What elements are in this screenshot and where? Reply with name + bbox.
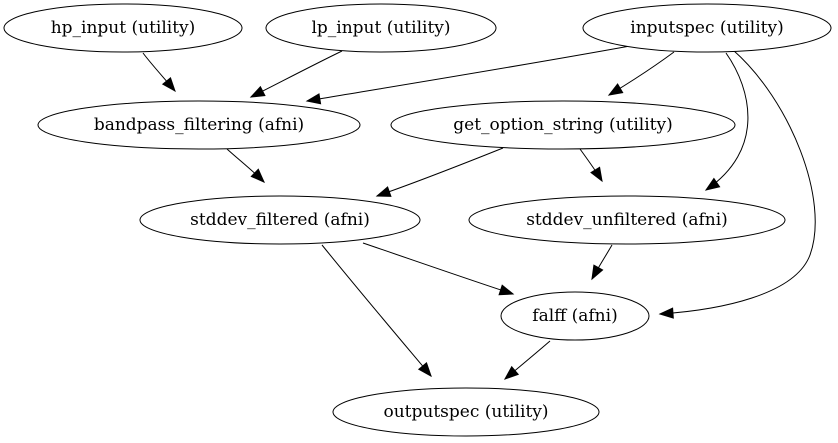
edge-stddev-unfiltered-to-falff-arrowhead [591,264,604,281]
edge-inputspec-to-bandpass-filtering [305,45,631,105]
edge-inputspec-to-bandpass-filtering-line [306,45,631,102]
node-lp-input: lp_input (utility) [265,3,497,53]
edge-inputspec-to-get-option-string [607,51,675,96]
node-outputspec: outputspec (utility) [332,387,600,437]
edge-lp-input-to-bandpass-filtering-arrowhead [249,85,266,98]
node-label-falff: falff (afni) [532,306,617,326]
edge-hp-input-to-bandpass-filtering-arrowhead [161,76,176,93]
edge-get-option-string-to-stddev-filtered-arrowhead [375,186,392,197]
edge-falff-to-outputspec-arrowhead [503,365,520,380]
edge-bandpass-filtering-to-stddev-filtered-arrowhead [250,168,265,183]
edge-stddev-unfiltered-to-falff [591,244,613,281]
edge-bandpass-filtering-to-stddev-filtered [226,148,265,183]
edge-get-option-string-to-stddev-unfiltered-arrowhead [590,166,603,183]
edge-inputspec-to-stddev-unfiltered-arrowhead [704,177,721,191]
node-inputspec: inputspec (utility) [582,3,832,53]
node-label-stddev-unfiltered: stddev_unfiltered (afni) [526,210,728,230]
edge-inputspec-to-falff-arrowhead [658,307,674,319]
edge-stddev-filtered-to-falff-arrowhead [498,284,515,296]
edge-inputspec-to-get-option-string-arrowhead [607,83,624,96]
node-hp-input: hp_input (utility) [3,3,243,53]
edge-hp-input-to-bandpass-filtering [142,52,176,93]
edge-falff-to-outputspec [503,340,551,380]
node-label-hp-input: hp_input (utility) [51,18,196,38]
edge-get-option-string-to-stddev-filtered-line [376,147,504,197]
node-bandpass-filtering: bandpass_filtering (afni) [37,100,361,150]
edges-layer [142,45,816,380]
edge-inputspec-to-falff [658,49,816,319]
edge-inputspec-to-bandpass-filtering-arrowhead [305,93,322,105]
node-stddev-filtered: stddev_filtered (afni) [139,195,421,245]
edge-stddev-filtered-to-falff [362,242,515,296]
node-get-option-string: get_option_string (utility) [390,100,736,150]
edge-stddev-filtered-to-falff-line [362,242,514,295]
edge-stddev-filtered-to-outputspec [321,244,432,378]
node-label-outputspec: outputspec (utility) [383,402,548,422]
node-label-inputspec: inputspec (utility) [630,18,783,38]
node-stddev-unfiltered: stddev_unfiltered (afni) [468,195,786,245]
node-falff: falff (afni) [500,291,650,341]
node-label-lp-input: lp_input (utility) [311,18,450,38]
edge-inputspec-to-stddev-unfiltered [704,52,749,191]
edge-lp-input-to-bandpass-filtering [249,50,343,98]
edge-get-option-string-to-stddev-unfiltered [579,148,603,183]
edge-get-option-string-to-stddev-filtered [375,147,504,197]
node-label-get-option-string: get_option_string (utility) [453,115,673,135]
node-label-bandpass-filtering: bandpass_filtering (afni) [94,115,304,135]
edge-stddev-filtered-to-outputspec-line [321,244,432,377]
edge-stddev-filtered-to-outputspec-arrowhead [417,361,432,378]
edge-inputspec-to-falff-line [659,49,816,315]
edge-lp-input-to-bandpass-filtering-line [250,50,343,98]
edge-inputspec-to-stddev-unfiltered-line [705,52,749,191]
node-label-stddev-filtered: stddev_filtered (afni) [190,210,370,230]
